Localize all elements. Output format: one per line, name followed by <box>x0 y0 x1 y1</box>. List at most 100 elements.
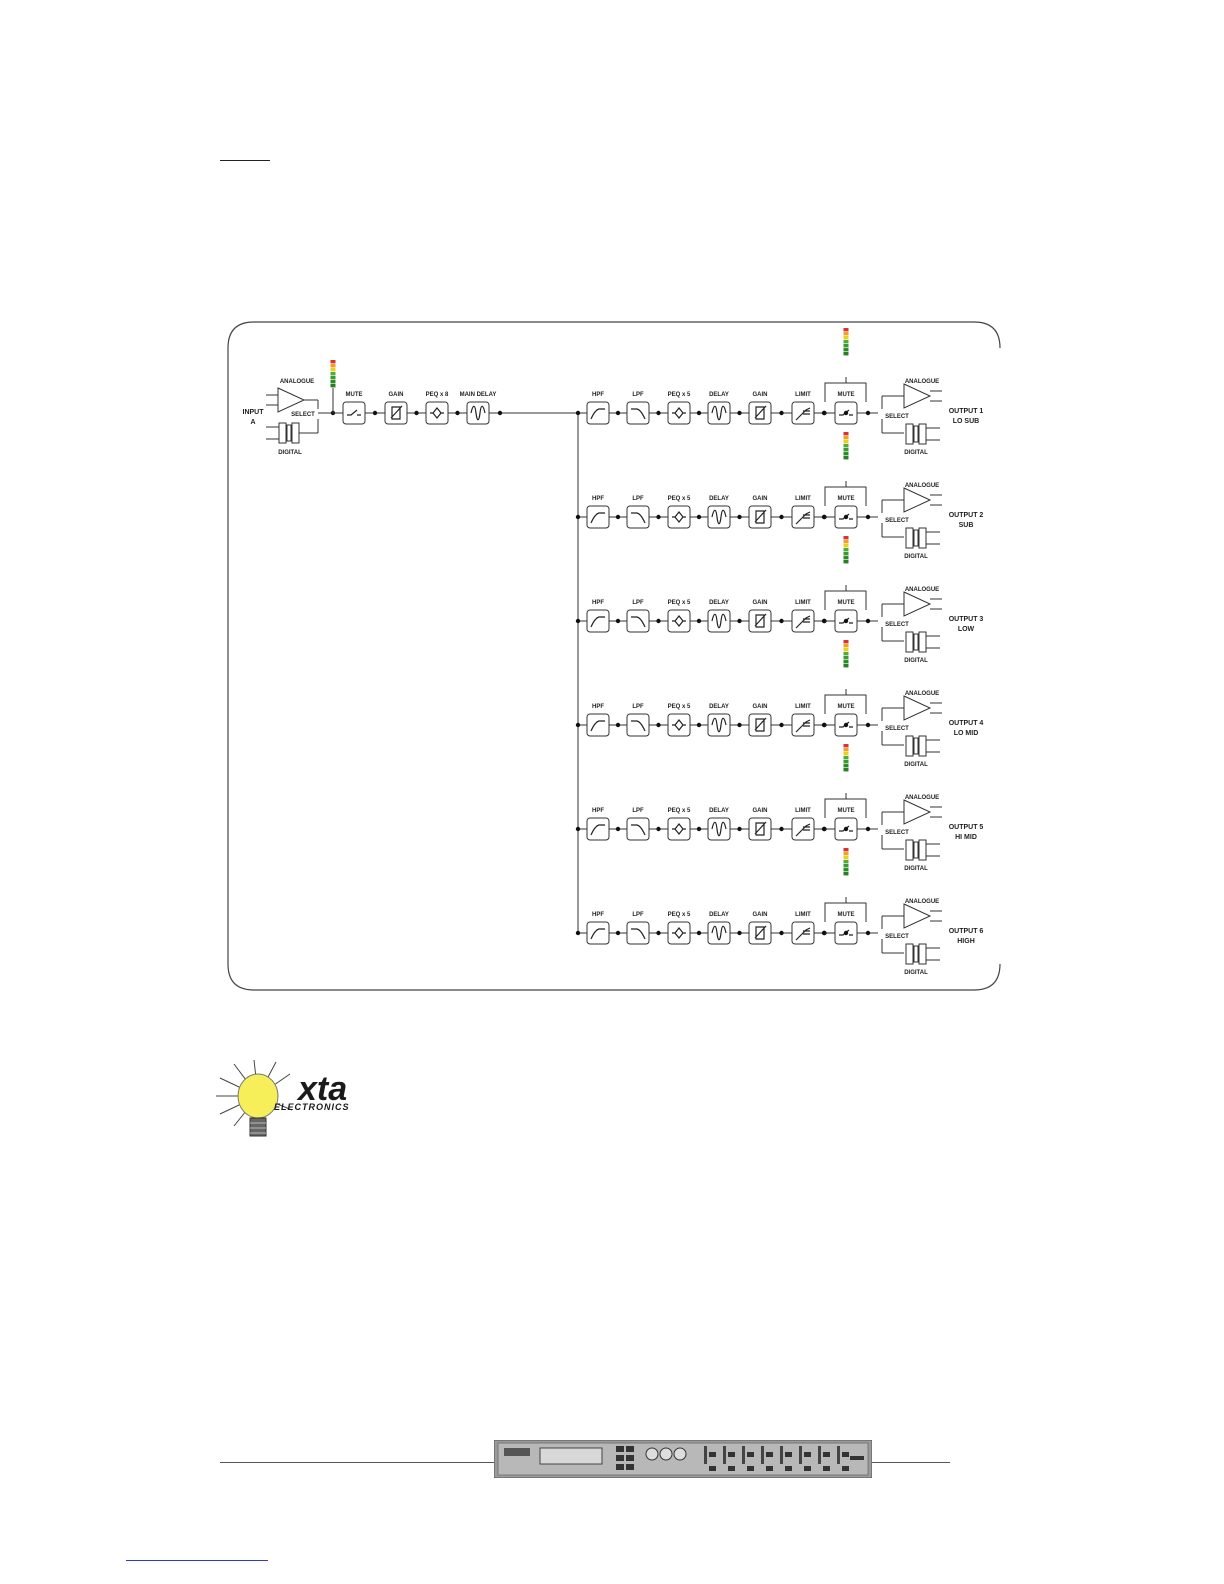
peq-label: PEQ x 5 <box>668 808 691 814</box>
meter-segment <box>843 748 849 752</box>
output-digital-label: DIGITAL <box>904 658 928 664</box>
rack-button <box>842 1452 849 1457</box>
lpf-block <box>626 609 650 633</box>
xta-logo: xta ELECTRONICS <box>216 1060 349 1137</box>
delay-label: DELAY <box>709 912 729 918</box>
limit-block <box>791 713 815 737</box>
junction-dot <box>372 410 378 416</box>
hpf-label: HPF <box>592 808 604 814</box>
output-name-label: OUTPUT 6 <box>949 928 984 935</box>
connector-part <box>918 943 927 965</box>
block-frame <box>707 401 731 425</box>
junction-dot <box>779 722 784 728</box>
meter-segment <box>843 760 849 764</box>
rack-meter <box>837 1446 840 1464</box>
hpf-block <box>586 713 610 737</box>
delay-block <box>466 401 490 425</box>
peq-icon <box>672 927 686 939</box>
lpf-label: LPF <box>632 496 644 502</box>
gain-label: GAIN <box>753 392 768 398</box>
gain-label: GAIN <box>753 600 768 606</box>
level-meter <box>843 744 849 772</box>
rack-meter <box>761 1446 764 1464</box>
connector-part <box>905 631 914 653</box>
output-digital-label: DIGITAL <box>904 554 928 560</box>
peq-block <box>667 713 691 737</box>
lpf-label: LPF <box>632 912 644 918</box>
output-name-label: OUTPUT 1 <box>949 408 984 415</box>
junction-dot <box>865 722 871 728</box>
peq-block <box>667 505 691 529</box>
output-digital-label: DIGITAL <box>904 762 928 768</box>
gain-icon <box>754 925 767 940</box>
peq-label: PEQ x 5 <box>668 912 691 918</box>
meter-segment <box>330 376 336 380</box>
limit-label: LIMIT <box>795 392 811 398</box>
junction-dot <box>696 618 702 624</box>
block-frame <box>586 713 610 737</box>
meter-segment <box>843 544 849 548</box>
meter-segment <box>843 352 849 356</box>
meter-segment <box>843 348 849 352</box>
hpf-block <box>586 817 610 841</box>
mute-label: MUTE <box>838 808 855 814</box>
lpf-icon <box>631 928 646 940</box>
connector-part <box>905 423 914 445</box>
junction-dot <box>575 930 581 936</box>
block-frame <box>667 505 691 529</box>
rack-button <box>626 1464 634 1470</box>
hpf-icon <box>590 616 605 628</box>
meter-segment <box>843 340 849 344</box>
lpf-block <box>626 713 650 737</box>
output-select-label: SELECT <box>885 934 909 940</box>
rack-meter <box>780 1446 783 1464</box>
junction-dot <box>575 826 581 832</box>
footer-rule <box>220 1462 498 1463</box>
rack-button <box>709 1466 716 1471</box>
gain-icon <box>754 821 767 836</box>
hpf-icon <box>590 408 605 420</box>
junction-dot <box>843 930 849 936</box>
output-select-label: SELECT <box>885 414 909 420</box>
junction-dot <box>821 618 827 624</box>
limit-icon <box>795 719 811 733</box>
rack-meter <box>818 1446 821 1464</box>
mute-label: MUTE <box>838 704 855 710</box>
block-frame <box>626 505 650 529</box>
rack-button <box>747 1452 754 1457</box>
junction-dot <box>696 514 702 520</box>
meter-segment <box>843 444 849 448</box>
limit-icon <box>795 511 811 525</box>
junction-dot <box>696 722 702 728</box>
mute-label: MUTE <box>838 912 855 918</box>
connector-part <box>918 631 927 653</box>
junction-dot <box>821 722 827 728</box>
connector-part <box>291 422 300 444</box>
connector-part <box>913 633 919 651</box>
limit-label: LIMIT <box>795 600 811 606</box>
connector-part <box>913 529 919 547</box>
junction-dot <box>615 514 621 520</box>
output-name-label: OUTPUT 4 <box>949 720 984 727</box>
delay-icon <box>711 821 727 837</box>
junction-dot <box>575 410 581 416</box>
junction-dot <box>821 826 827 832</box>
gain-icon <box>390 405 403 420</box>
junction-dot <box>843 722 849 728</box>
junction-dot <box>656 826 661 832</box>
meter-segment <box>843 648 849 652</box>
meter-segment <box>843 452 849 456</box>
junction-dot <box>843 826 849 832</box>
digital-connector-icon <box>905 423 927 445</box>
gain-block <box>748 921 772 945</box>
input-select-label: SELECT <box>291 412 315 418</box>
meter-segment <box>843 744 849 748</box>
analogue-amp-icon <box>903 487 932 513</box>
meter-segment <box>843 548 849 552</box>
delay-icon <box>711 717 727 733</box>
rack-button <box>804 1466 811 1471</box>
meter-segment <box>330 368 336 372</box>
digital-connector-icon <box>905 839 927 861</box>
peq-block <box>667 609 691 633</box>
meter-segment <box>843 664 849 668</box>
